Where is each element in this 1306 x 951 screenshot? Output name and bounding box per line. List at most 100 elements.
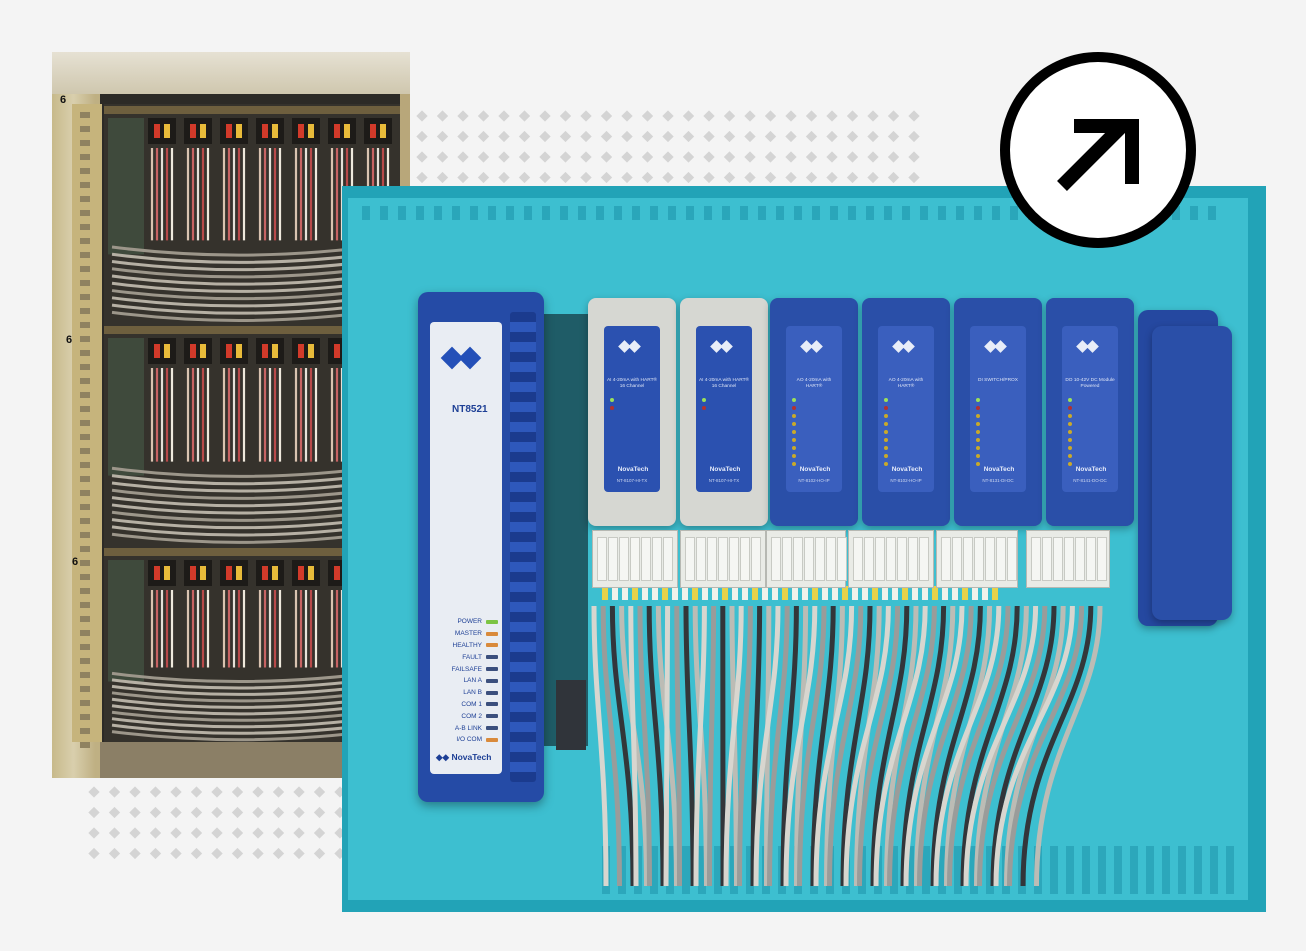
io-module-5: DI SWITCH/PROX NovaTech NT-8131-DI-DC — [954, 298, 1042, 526]
module-part-number: NT-8107-HI-TX — [616, 478, 648, 483]
status-label: I/O COM — [456, 736, 482, 744]
status-label: HEALTHY — [452, 641, 483, 649]
module-leds — [792, 398, 796, 470]
terminal-block-4 — [848, 530, 934, 588]
status-indicator-list: POWER MASTER HEALTHY FAULT FAILSAFE LAN A LAN … — [430, 616, 502, 746]
novatech-logo-icon — [800, 340, 823, 353]
status-led — [486, 726, 498, 731]
controller-brand: ◆◆ NovaTech — [436, 752, 491, 763]
terminal-block-6 — [1026, 530, 1110, 588]
module-leds — [1068, 398, 1072, 470]
module-label-panel: AO 4-20mA with HART® NovaTech NT-8102-HO… — [786, 326, 842, 492]
blank-module-cover-2 — [1152, 326, 1232, 620]
module-brand: NovaTech — [799, 466, 831, 473]
io-module-1: AI 4-20mA with HART® 16 Channel NovaTech… — [588, 298, 676, 526]
status-led — [486, 619, 498, 624]
module-title: AI 4-20mA with HART® 16 Channel — [606, 378, 658, 389]
module-part-number: NT-8141-DO-DC — [1073, 478, 1107, 483]
rack-marker-3: 6 — [72, 556, 79, 568]
module-brand: NovaTech — [1075, 466, 1107, 473]
status-label: LAN A — [463, 677, 482, 685]
controller-faceplate: NT8521 POWER MASTER HEALTHY FAULT FAILSAFE LA… — [430, 322, 502, 774]
novatech-logo-icon — [618, 340, 641, 353]
module-label-panel: DI SWITCH/PROX NovaTech NT-8131-DI-DC — [970, 326, 1026, 492]
module-leds — [884, 398, 888, 470]
legacy-wiring-illustration — [72, 104, 400, 748]
module-leds — [702, 398, 706, 414]
status-row-10: I/O COM — [430, 734, 502, 746]
terminal-block-2 — [680, 530, 766, 588]
module-part-number: NT-8107-HI-TX — [708, 478, 740, 483]
module-brand: NovaTech — [891, 466, 923, 473]
status-row-8: COM 2 — [430, 710, 502, 722]
module-label-panel: AI 4-20mA with HART® 16 Channel NovaTech… — [696, 326, 752, 492]
module-label-panel: AO 4-20mA with HART® NovaTech NT-8102-HO… — [878, 326, 934, 492]
module-title: AO 4-20mA with HART® — [796, 378, 832, 389]
cabinet-top-frame — [52, 52, 410, 94]
controller-brand-text: NovaTech — [451, 752, 492, 762]
status-row-7: COM 1 — [430, 699, 502, 711]
module-leds — [976, 398, 980, 470]
status-row-5: LAN A — [430, 675, 502, 687]
io-module-4: AO 4-20mA with HART® NovaTech NT-8102-HO… — [862, 298, 950, 526]
status-led — [486, 643, 498, 648]
module-title: AO 4-20mA with HART® — [888, 378, 924, 389]
novatech-logo-icon — [440, 346, 482, 370]
controller-model: NT8521 — [452, 404, 488, 415]
status-led — [486, 737, 498, 742]
module-label-panel: AI 4-20mA with HART® 16 Channel NovaTech… — [604, 326, 660, 492]
status-label: COM 2 — [461, 712, 482, 720]
novatech-logo-icon — [710, 340, 733, 353]
status-led — [486, 714, 498, 719]
novatech-logo-icon — [1076, 340, 1099, 353]
controller-heat-fins — [510, 312, 536, 782]
status-label: MASTER — [454, 630, 482, 638]
module-brand: NovaTech — [983, 466, 1015, 473]
status-row-3: FAULT — [430, 651, 502, 663]
status-label: A-B LINK — [454, 724, 482, 732]
io-module-3: AO 4-20mA with HART® NovaTech NT-8102-HO… — [770, 298, 858, 526]
novatech-logo-icon — [984, 340, 1007, 353]
open-link-button[interactable] — [1000, 52, 1196, 248]
status-led — [486, 655, 498, 660]
terminal-block-1 — [592, 530, 678, 588]
status-row-0: POWER — [430, 616, 502, 628]
nt8521-controller: NT8521 POWER MASTER HEALTHY FAULT FAILSAFE LA… — [418, 292, 544, 802]
status-row-9: A-B LINK — [430, 722, 502, 734]
status-row-2: HEALTHY — [430, 640, 502, 652]
io-module-6: DO 10-42V DC Module Powered NovaTech NT-… — [1046, 298, 1134, 526]
module-title: AI 4-20mA with HART® 16 Channel — [698, 378, 750, 389]
module-brand: NovaTech — [617, 466, 649, 473]
dot-pattern-bottom — [88, 786, 348, 862]
novatech-logo-icon: ◆◆ — [436, 752, 450, 762]
novatech-panel-photo: NT8521 POWER MASTER HEALTHY FAULT FAILSAFE LA… — [342, 186, 1266, 912]
status-row-1: MASTER — [430, 628, 502, 640]
module-part-number: NT-8102-HO-IP — [798, 478, 830, 483]
module-title: DO 10-42V DC Module Powered — [1065, 378, 1115, 389]
io-module-2: AI 4-20mA with HART® 16 Channel NovaTech… — [680, 298, 768, 526]
status-label: LAN B — [463, 689, 482, 697]
module-part-number: NT-8131-DI-DC — [982, 478, 1014, 483]
terminal-block-5 — [936, 530, 1018, 588]
status-row-4: FAILSAFE — [430, 663, 502, 675]
module-brand: NovaTech — [709, 466, 741, 473]
status-label: COM 1 — [461, 700, 482, 708]
status-label: FAILSAFE — [451, 665, 482, 673]
module-title: DI SWITCH/PROX — [978, 378, 1018, 383]
status-led — [486, 702, 498, 707]
status-label: POWER — [457, 618, 482, 626]
novatech-logo-icon — [892, 340, 915, 353]
legacy-cabinet-photo: 6 6 6 — [52, 52, 410, 778]
status-led — [486, 690, 498, 695]
dot-pattern-top — [416, 110, 922, 186]
module-part-number: NT-8102-HO-IP — [890, 478, 922, 483]
status-led — [486, 678, 498, 683]
module-leds — [610, 398, 614, 414]
status-row-6: LAN B — [430, 687, 502, 699]
arrow-up-right-icon — [1057, 119, 1139, 191]
status-label: FAULT — [462, 653, 482, 661]
rack-marker-1: 6 — [60, 94, 67, 106]
terminal-block-3 — [766, 530, 847, 588]
module-label-panel: DO 10-42V DC Module Powered NovaTech NT-… — [1062, 326, 1118, 492]
status-led — [486, 667, 498, 672]
